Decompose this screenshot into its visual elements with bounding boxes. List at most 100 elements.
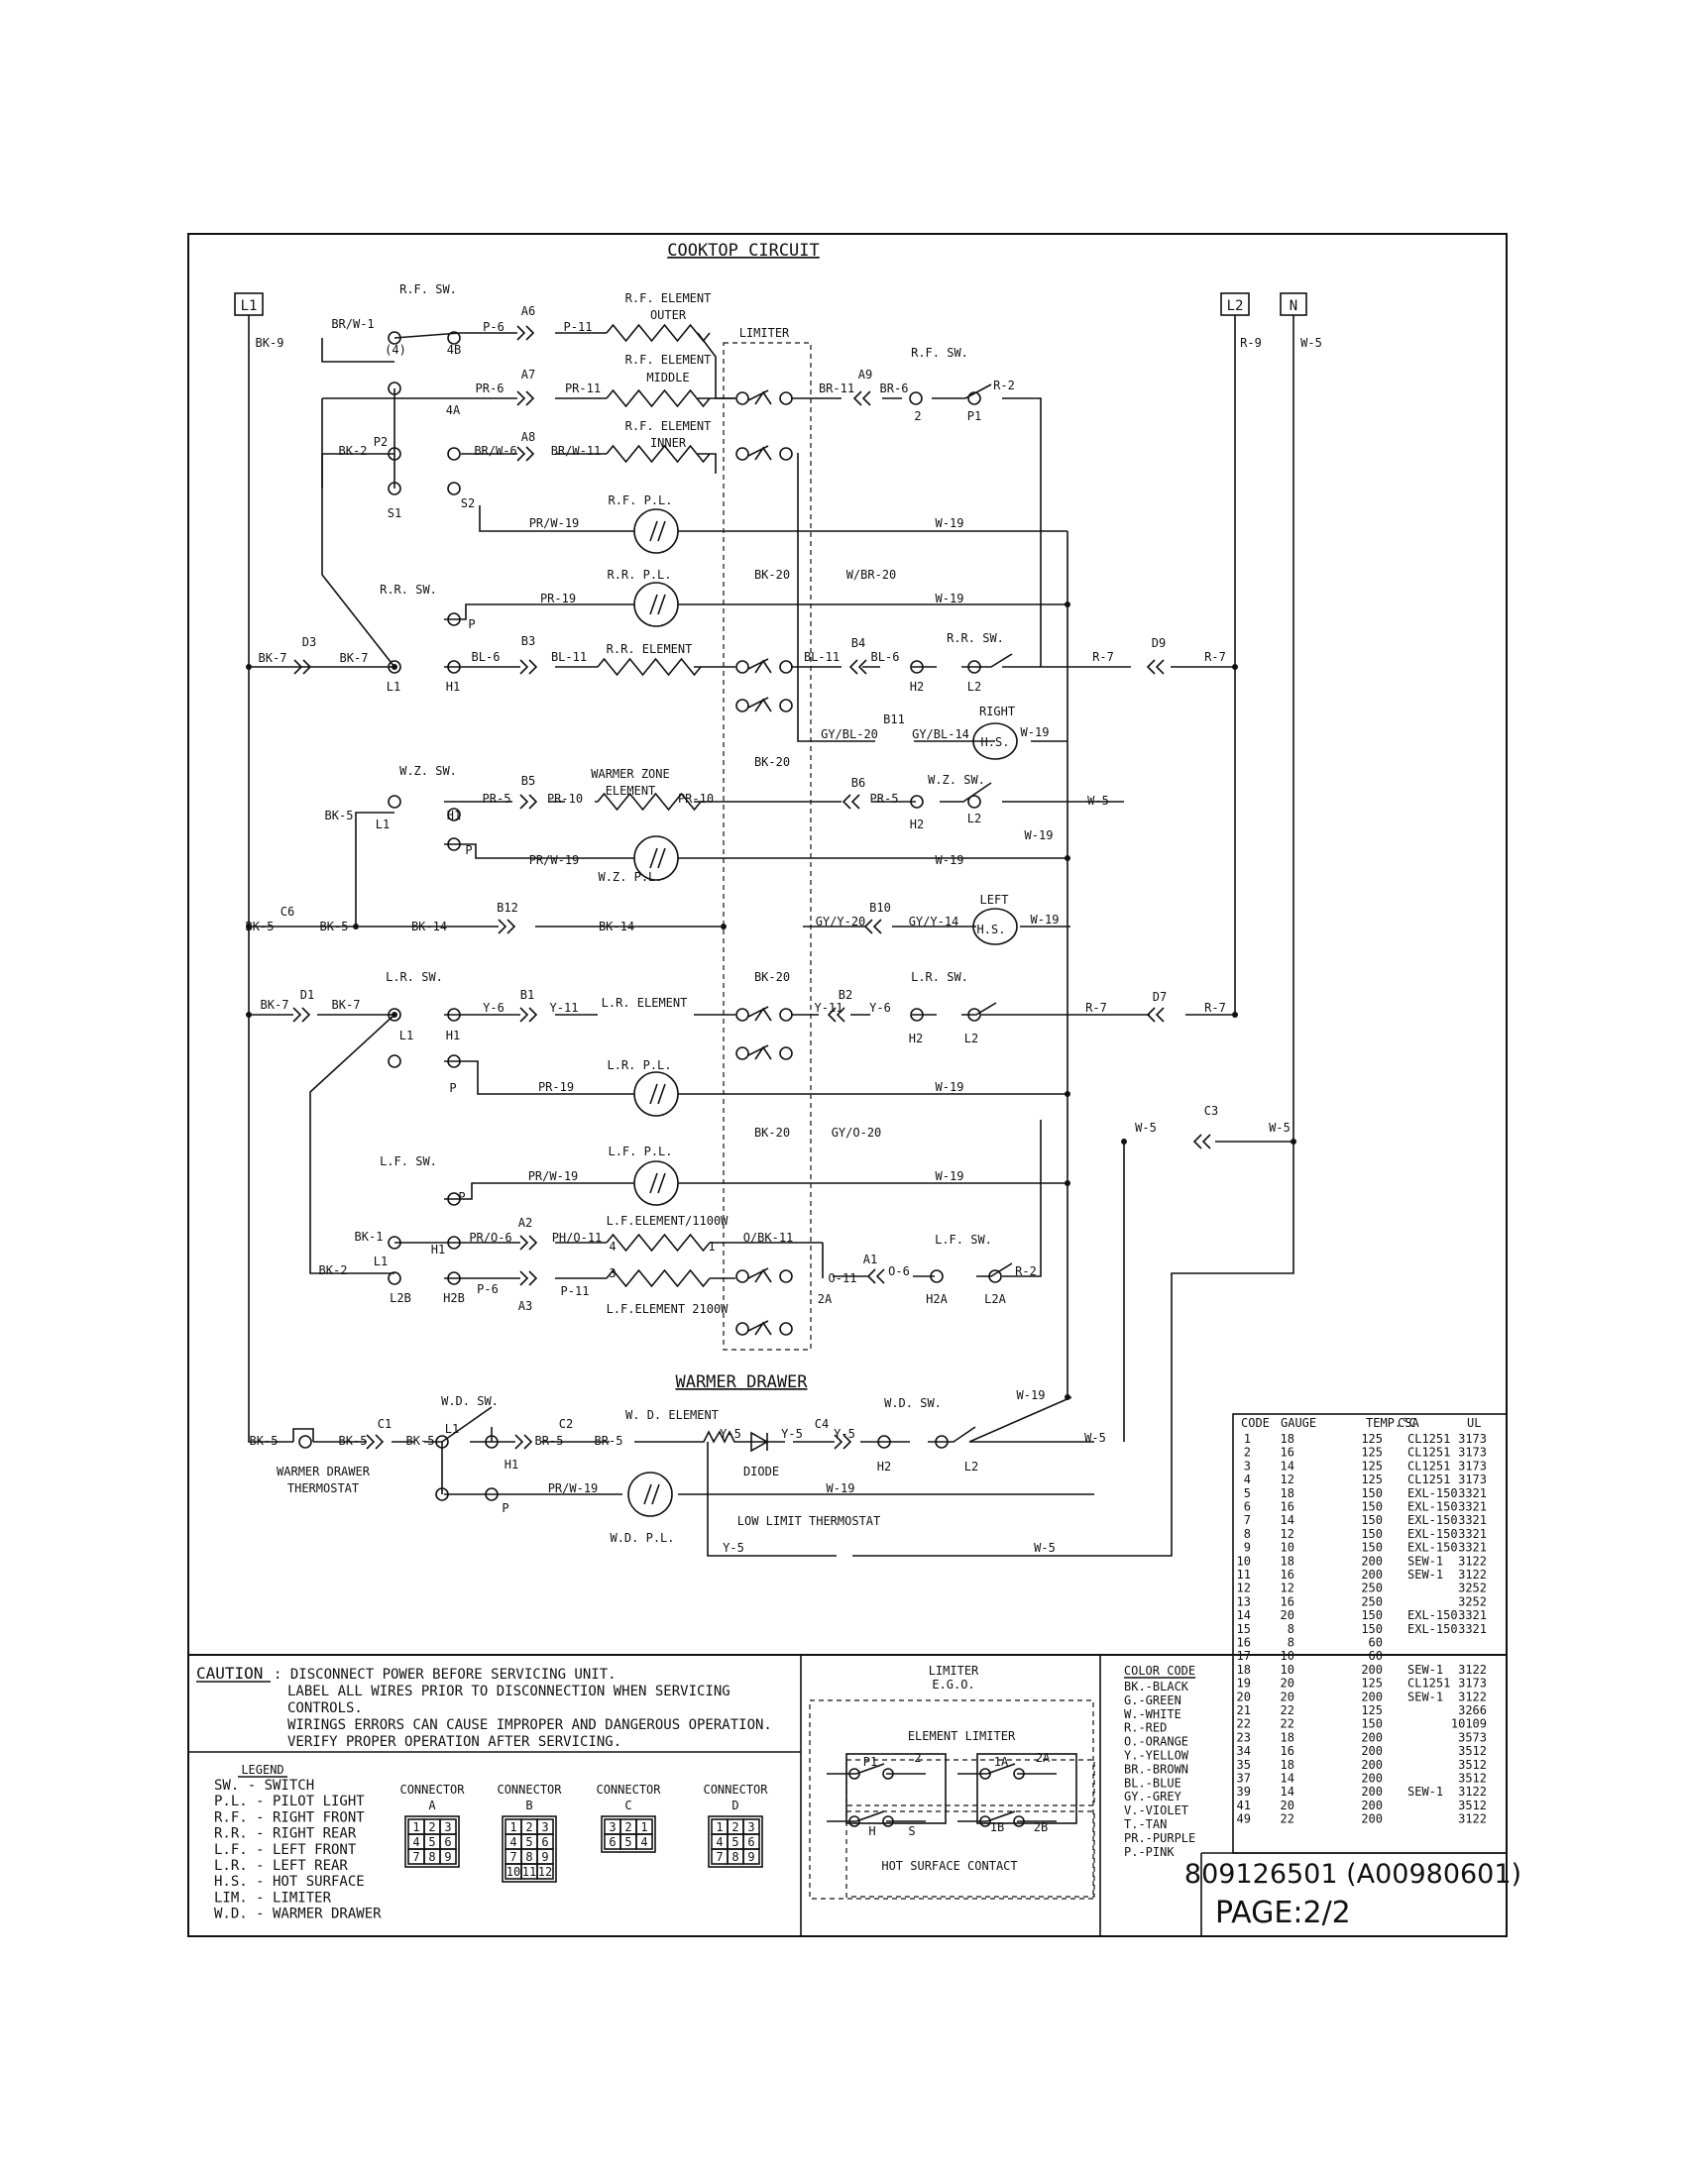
diagram-label: PR/O-6 [469,1231,511,1245]
diagram-label: C1 [378,1417,392,1431]
connector-icon [519,659,538,675]
wire-table-cell: 150 [1361,1717,1383,1731]
wire-table-cell: 12 [1281,1527,1294,1541]
diagram-label: W.Z. SW. [399,764,457,778]
pilot-light-icon [649,520,666,542]
diagram-label: GY/O-20 [832,1126,882,1140]
w19-return-wire [968,531,1072,1443]
heating-element-icon [606,444,711,464]
page-number: PAGE:2/2 [1215,1896,1351,1930]
limiter-part-box [845,1753,947,1824]
rf-outer-wire [321,332,735,399]
wire-table-cell: 35 [1237,1758,1251,1772]
connector-housing [708,1815,763,1868]
limiter-dashed-box [723,342,812,1351]
wire-table-cell: 125 [1361,1446,1383,1460]
diagram-label: P [449,1081,456,1095]
connector-icon [866,1268,885,1284]
limiter-contact-icon [979,1815,991,1827]
diagram-label: B5 [521,774,535,788]
limiter-terminal-label: 2B [1034,1820,1048,1834]
pilot-light-icon [649,1083,666,1105]
wire-table-cell: 49 [1237,1812,1251,1826]
limiter-detail-title: LIMITER [929,1664,979,1678]
wd-main-wire [292,1426,1094,1444]
connector-icon [519,794,538,810]
switch-contact-icon [435,1435,449,1449]
limiter-contact-icon [735,447,749,461]
wire-table-cell: 3321 [1458,1541,1487,1555]
wire-table-cell: 3122 [1458,1554,1487,1568]
diagram-label: BK-20 [754,1126,790,1140]
diagram-label: (4) [385,343,406,357]
wire-table-cell: 34 [1237,1744,1251,1758]
diagram-label: GY/BL-14 [912,727,969,741]
limiter-contact-icon [779,1269,793,1283]
connector-pin-label: 3 [541,1820,548,1834]
connector-icon [1146,659,1165,675]
low-limit-wire [707,1442,860,1557]
diagram-label: W-19 [936,1169,964,1183]
diagram-label: P-11 [561,1284,590,1298]
wire-table-cell: 3512 [1458,1744,1487,1758]
wire-table-cell: 125 [1361,1473,1383,1486]
diagram-label: W-5 [1087,794,1109,808]
wire-table-cell: 15 [1237,1622,1251,1636]
connector-pin-cell [635,1833,653,1850]
wire-table-cell: 14 [1281,1513,1294,1527]
switch-contact-icon [485,1435,499,1449]
switch-contact-icon [388,1236,401,1250]
diagram-label: A9 [858,368,872,382]
diagram-label: BK-7 [340,651,369,665]
heating-element-icon [606,323,711,343]
limiter-contact-icon [747,1267,772,1283]
diagram-label: BR/W-1 [331,317,374,331]
wire-table-header: TEMP.°C [1366,1416,1416,1430]
diagram-label: PR-5 [870,792,899,806]
wire-table-cell: 39 [1237,1785,1251,1799]
diagram-label: 2A [818,1292,833,1306]
wire-table-cell: 9 [1244,1541,1251,1555]
diagram-label: BK-5 [320,920,349,933]
diagram-label: 2 [914,409,921,423]
wire-table-cell: 3321 [1458,1513,1487,1527]
switch-contact-icon [447,1054,461,1068]
terminal-l2-label: L2 [1227,298,1244,314]
heating-element-icon [606,388,711,408]
diagram-label: L.R. SW. [386,970,443,984]
bk2-wire [321,454,395,668]
junction-dot [246,664,252,670]
wire-table-cell: 3321 [1458,1500,1487,1514]
switch-contact-icon [447,1271,461,1285]
diagram-label: LIMITER [739,326,790,340]
diagram-label: W-5 [1034,1541,1056,1555]
wire-table-cell: 20 [1281,1690,1294,1703]
diagram-label: H2 [909,1032,923,1045]
limiter-contact-icon [735,699,749,712]
diagram-label: A2 [518,1216,532,1230]
wire-table-cell: 20 [1281,1608,1294,1622]
color-code-item: P.-PINK [1124,1845,1175,1859]
switch-contact-icon [910,795,924,809]
wire-table-cell: 250 [1361,1594,1383,1608]
diagram-label: L.F.ELEMENT 2100W [607,1302,730,1316]
wire-table-header: CSA [1398,1416,1419,1430]
diagram-label: B1 [520,988,534,1002]
switch-contact-icon [877,1435,891,1449]
diagram-label: L2B [390,1291,411,1305]
diagram-label: R.R. SW. [947,631,1004,645]
diagram-label: PR-19 [540,592,576,605]
wz-wire [355,782,1124,815]
connector-icon [834,1434,852,1450]
diagram-label: R.R. P.L. [607,568,671,582]
diagram-label: C4 [815,1417,829,1431]
diagram-label: R-7 [1204,650,1226,664]
diagram-label: B4 [851,636,865,650]
diagram-label: P-6 [483,320,505,334]
limiter-detail-subtitle: E.G.O. [932,1678,974,1692]
color-code-item: O.-ORANGE [1124,1735,1188,1749]
limiter-contact-icon [979,1768,991,1780]
diagram-label: RIGHT [979,705,1015,718]
wire-table-cell: 200 [1361,1663,1383,1677]
color-code-item: BL.-BLUE [1124,1776,1181,1790]
